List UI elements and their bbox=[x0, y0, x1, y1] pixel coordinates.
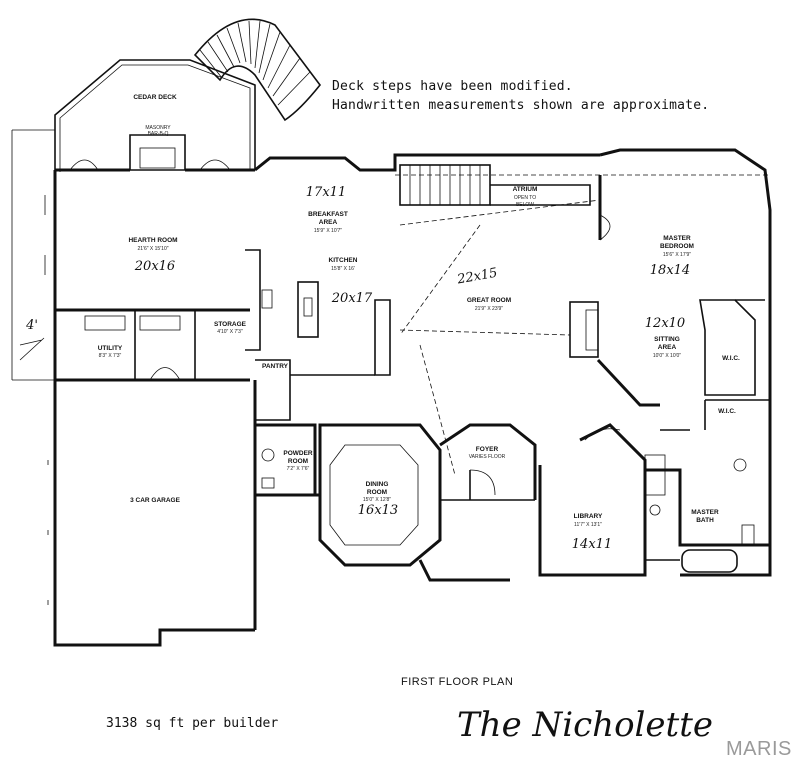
label-great-room: GREAT ROOM bbox=[467, 297, 511, 304]
svg-text:11'7" X 13'1": 11'7" X 13'1" bbox=[574, 522, 602, 528]
svg-text:21'6" X 15'10": 21'6" X 15'10" bbox=[137, 246, 168, 252]
svg-text:ROOM: ROOM bbox=[288, 458, 308, 465]
garage-walls bbox=[47, 380, 257, 647]
svg-text:21'9" X 23'9": 21'9" X 23'9" bbox=[475, 306, 503, 312]
hw-sitting: 12x10 bbox=[645, 316, 685, 331]
hw-utility-side: 4' bbox=[25, 318, 38, 333]
svg-text:15'0" X 12'8": 15'0" X 12'8" bbox=[363, 497, 391, 503]
svg-text:AREA: AREA bbox=[319, 219, 338, 226]
label-master-bath: MASTER bbox=[691, 509, 719, 516]
svg-text:8'3" X 7'3": 8'3" X 7'3" bbox=[99, 353, 122, 359]
label-storage: STORAGE bbox=[214, 321, 247, 328]
hw-breakfast: 17x11 bbox=[306, 185, 346, 200]
utility-storage-walls bbox=[55, 308, 250, 382]
hw-hearth: 20x16 bbox=[134, 259, 175, 274]
label-sitting-area: SITTING bbox=[654, 336, 680, 343]
dining-room-walls bbox=[318, 423, 442, 567]
label-hearth-room: HEARTH ROOM bbox=[128, 237, 177, 244]
watermark: MARIS bbox=[726, 738, 792, 760]
label-dining-room: DINING bbox=[366, 481, 389, 488]
label-library: LIBRARY bbox=[574, 513, 603, 520]
label-atrium: ATRIUM bbox=[513, 186, 538, 193]
label-wic-1: W.I.C. bbox=[722, 355, 740, 362]
label-wic-2: W.I.C. bbox=[718, 408, 736, 415]
svg-text:15'8" X 16': 15'8" X 16' bbox=[331, 266, 355, 272]
svg-text:BEDROOM: BEDROOM bbox=[660, 243, 694, 250]
label-powder-room: POWDER bbox=[283, 450, 313, 457]
svg-text:AREA: AREA bbox=[658, 344, 677, 351]
plan-name: The Nicholette bbox=[457, 705, 713, 745]
measurements-note: Handwritten measurements shown are appro… bbox=[332, 98, 710, 113]
label-foyer: FOYER bbox=[476, 446, 499, 453]
svg-text:VARIES FLOOR: VARIES FLOOR bbox=[469, 454, 506, 460]
label-cedar-deck: CEDAR DECK bbox=[133, 94, 177, 101]
hw-library: 14x11 bbox=[572, 537, 612, 552]
svg-text:BELOW: BELOW bbox=[516, 202, 534, 208]
deck-stairs bbox=[193, 18, 322, 122]
svg-text:4'10" X 7'3": 4'10" X 7'3" bbox=[217, 329, 243, 335]
atrium-stairs bbox=[399, 164, 601, 226]
kitchen-island bbox=[297, 281, 319, 338]
foyer-walls bbox=[418, 423, 537, 582]
deck-note: Deck steps have been modified. bbox=[332, 79, 573, 94]
sqft-note: 3138 sq ft per builder bbox=[106, 716, 279, 731]
svg-text:15'9" X 10'7": 15'9" X 10'7" bbox=[314, 228, 342, 234]
library-walls bbox=[538, 423, 647, 577]
label-breakfast: BREAKFAST bbox=[308, 211, 348, 218]
svg-text:BAR-B-Q: BAR-B-Q bbox=[148, 131, 169, 137]
master-bath-walls bbox=[644, 429, 770, 573]
label-utility: UTILITY bbox=[98, 345, 123, 352]
label-garage: 3 CAR GARAGE bbox=[130, 497, 181, 504]
hw-kitchen: 20x17 bbox=[331, 291, 373, 306]
hw-great-room: 22x15 bbox=[455, 266, 498, 288]
label-pantry: PANTRY bbox=[262, 363, 289, 370]
label-master-bedroom: MASTER bbox=[663, 235, 691, 242]
plan-title: FIRST FLOOR PLAN bbox=[401, 676, 514, 688]
label-kitchen: KITCHEN bbox=[329, 257, 358, 264]
svg-text:BATH: BATH bbox=[696, 517, 714, 524]
hw-master: 18x14 bbox=[650, 263, 690, 278]
hearth-room-walls bbox=[53, 134, 255, 380]
cedar-deck-outline bbox=[54, 59, 256, 172]
handwritten-measurements: 20x16 17x11 20x17 22x15 18x14 12x10 16x1… bbox=[25, 185, 690, 552]
room-labels: CEDAR DECK MASONRY BAR-B-Q HEARTH ROOM 2… bbox=[98, 94, 740, 528]
svg-text:7'2" X 7'6": 7'2" X 7'6" bbox=[287, 466, 310, 472]
svg-text:10'0" X 10'0": 10'0" X 10'0" bbox=[653, 353, 681, 359]
hw-dining: 16x13 bbox=[358, 503, 398, 518]
svg-text:15'6" X 17'9": 15'6" X 17'9" bbox=[663, 252, 691, 258]
svg-text:ROOM: ROOM bbox=[367, 489, 387, 496]
svg-text:OPEN TO: OPEN TO bbox=[514, 195, 536, 201]
svg-text:MASONRY: MASONRY bbox=[145, 125, 171, 131]
